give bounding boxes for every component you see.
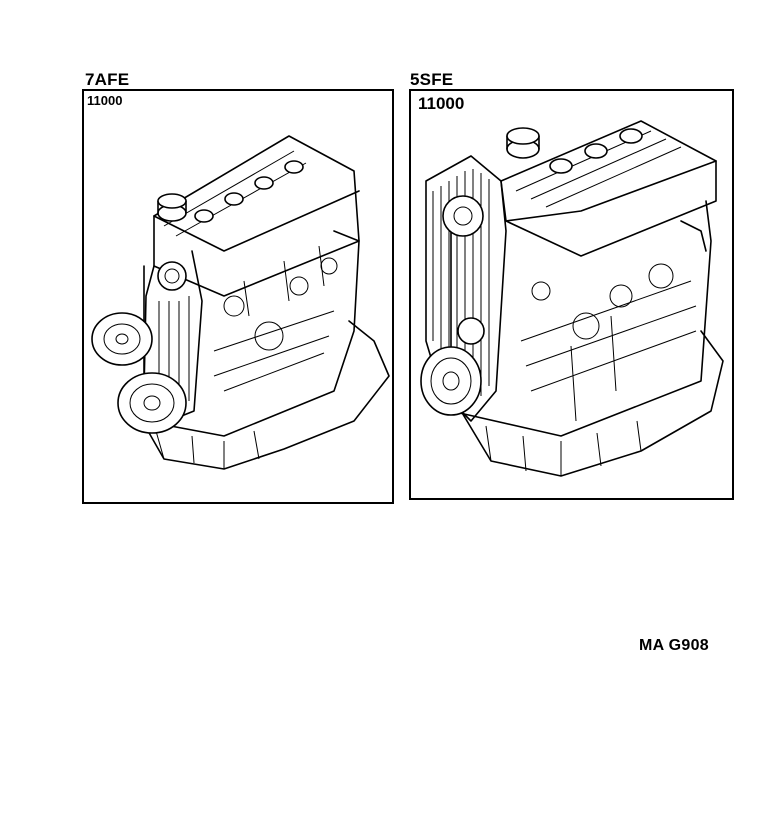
figure-reference: MA G908 bbox=[639, 637, 709, 654]
engine-5sfe-icon bbox=[420, 120, 724, 477]
model-label-5sfe: 5SFE bbox=[410, 70, 454, 89]
engine-7afe-icon bbox=[91, 135, 390, 470]
engine-panel-5sfe: 11000 bbox=[409, 89, 734, 500]
engine-panel-7afe: 11000 bbox=[82, 89, 394, 504]
part-number-7afe: 11000 bbox=[87, 93, 123, 108]
model-label-7afe: 7AFE bbox=[85, 70, 130, 89]
part-number-5sfe: 11000 bbox=[418, 94, 465, 113]
